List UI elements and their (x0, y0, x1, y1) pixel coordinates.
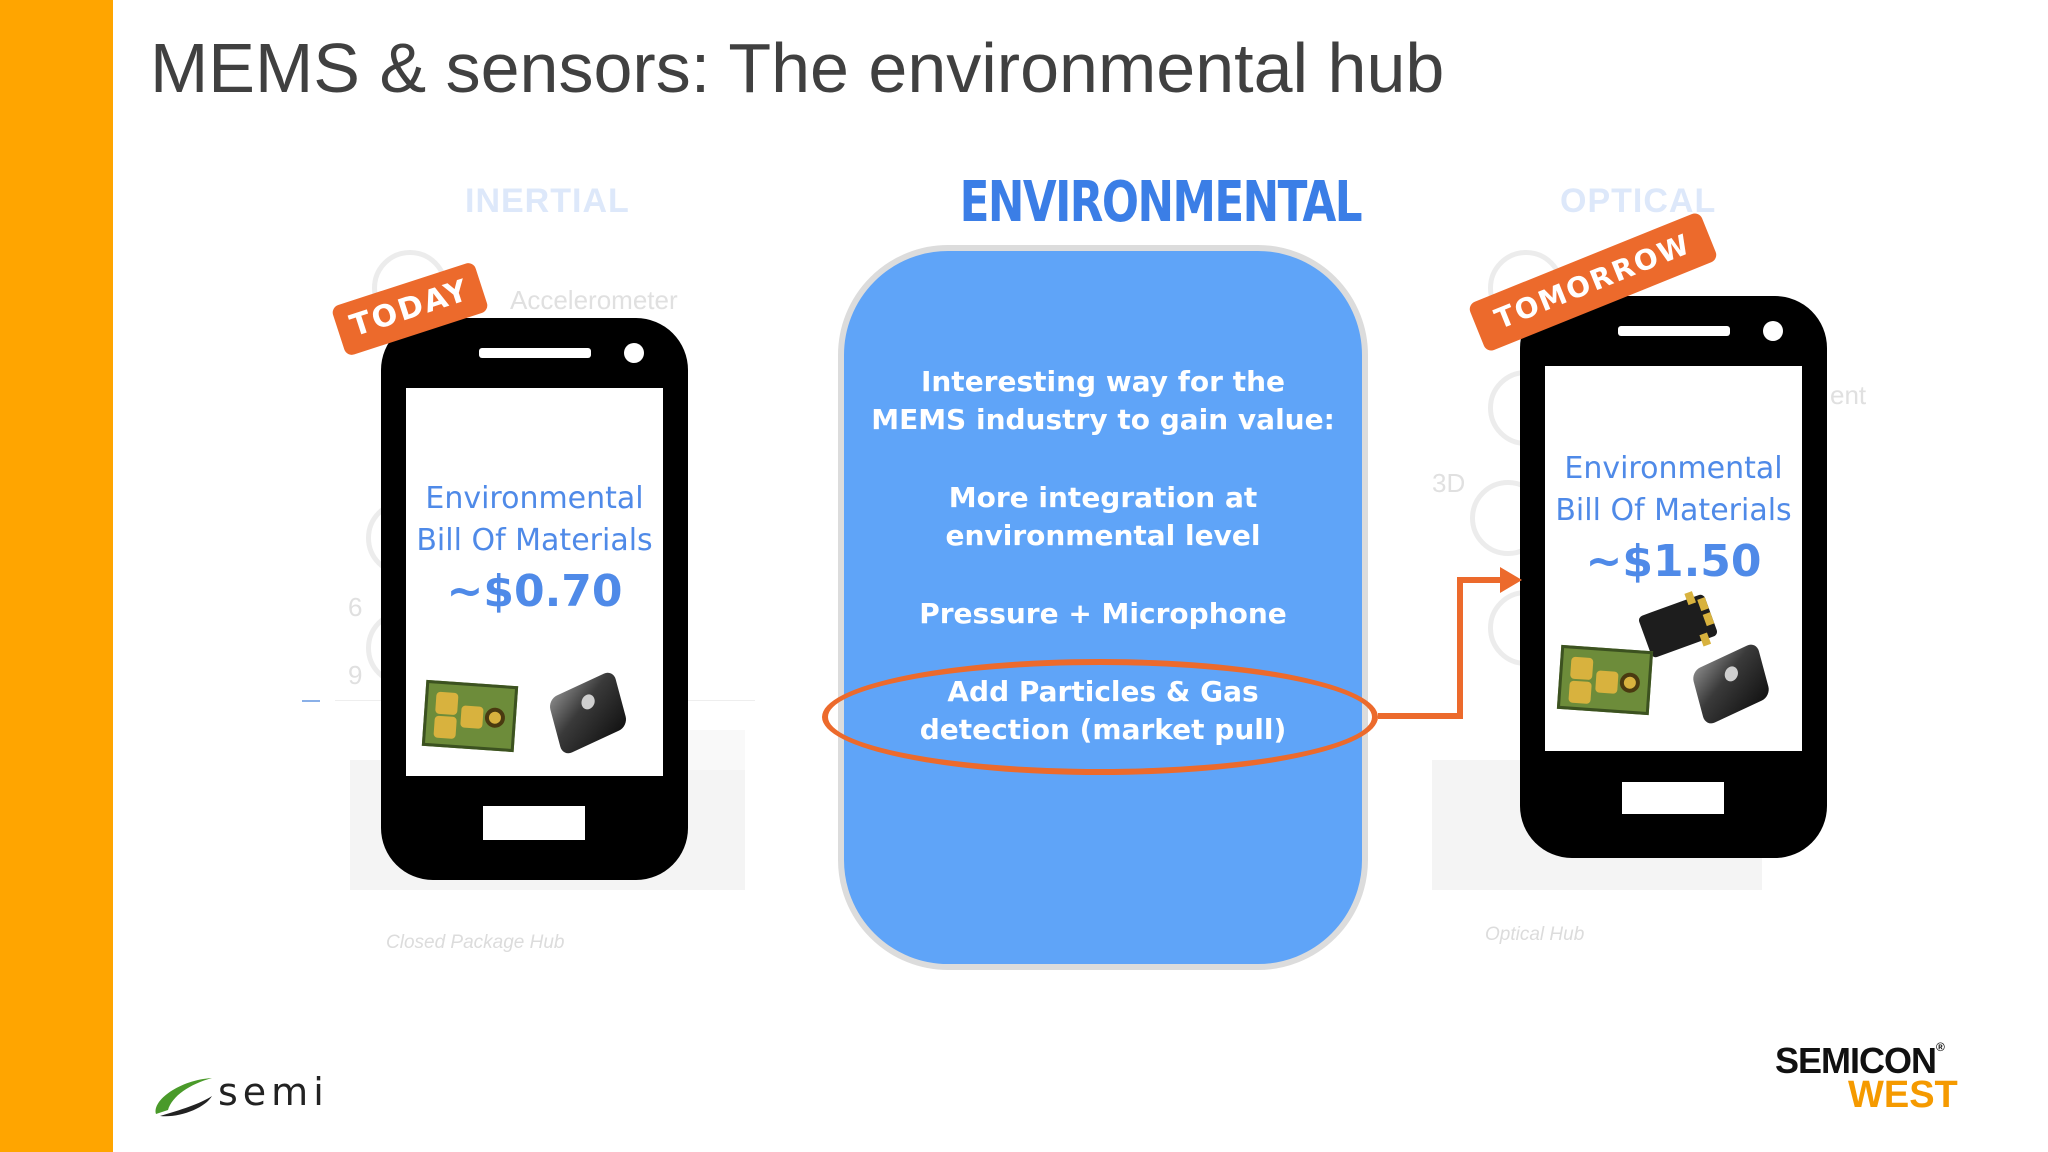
panel-line-4: environmental level (945, 519, 1261, 552)
semi-logo-swoosh (155, 1078, 212, 1117)
panel-line-2: MEMS industry to gain value: (871, 403, 1335, 436)
accent-bar (0, 0, 113, 1152)
closed-hub-caption: Closed Package Hub (386, 932, 565, 953)
phone-home-button (1622, 782, 1724, 814)
highlight-ellipse (822, 659, 1378, 775)
tomorrow-bom-line2: Bill Of Materials (1555, 493, 1792, 528)
three-d-label: 3D (1432, 468, 1466, 498)
nine-label: 9 (348, 660, 363, 690)
ent-fragment-label: ent (1830, 380, 1867, 410)
registered-mark: ® (1936, 1040, 1945, 1054)
faded-marker (302, 700, 320, 702)
today-phone: Environmental Bill Of Materials ~$0.70 (381, 318, 688, 880)
tomorrow-phone-screen: Environmental Bill Of Materials ~$1.50 (1545, 366, 1802, 751)
phone-speaker (1618, 326, 1730, 336)
panel-line-5: Pressure + Microphone (919, 597, 1287, 630)
panel-line-3: More integration at (948, 481, 1258, 514)
semicon-logo: SEMICON® (1775, 1040, 1945, 1082)
six-label: 6 (348, 592, 363, 622)
accelerometer-label: Accelerometer (510, 285, 678, 315)
tomorrow-price: ~$1.50 (1585, 536, 1762, 587)
tomorrow-bom-line1: Environmental (1564, 451, 1783, 486)
tomorrow-phone: Environmental Bill Of Materials ~$1.50 (1520, 296, 1827, 858)
phone-camera (624, 343, 644, 363)
semicon-text: SEMICON (1775, 1040, 1937, 1081)
west-logo-text: WEST (1848, 1074, 1958, 1116)
phone-camera (1763, 321, 1783, 341)
inertial-label: INERTIAL (465, 182, 630, 220)
today-price: ~$0.70 (446, 566, 623, 617)
phone-speaker (479, 348, 591, 358)
environmental-panel: Interesting way for the MEMS industry to… (838, 245, 1368, 970)
today-bom-line2: Bill Of Materials (416, 523, 653, 558)
today-bom-line1: Environmental (425, 481, 644, 516)
panel-line-1: Interesting way for the (920, 365, 1286, 398)
optical-hub-caption: Optical Hub (1485, 924, 1585, 945)
slide-title: MEMS & sensors: The environmental hub (150, 29, 1445, 107)
today-phone-screen: Environmental Bill Of Materials ~$0.70 (406, 388, 663, 776)
phone-home-button (483, 806, 585, 840)
semi-logo-text: semi (218, 1070, 329, 1114)
